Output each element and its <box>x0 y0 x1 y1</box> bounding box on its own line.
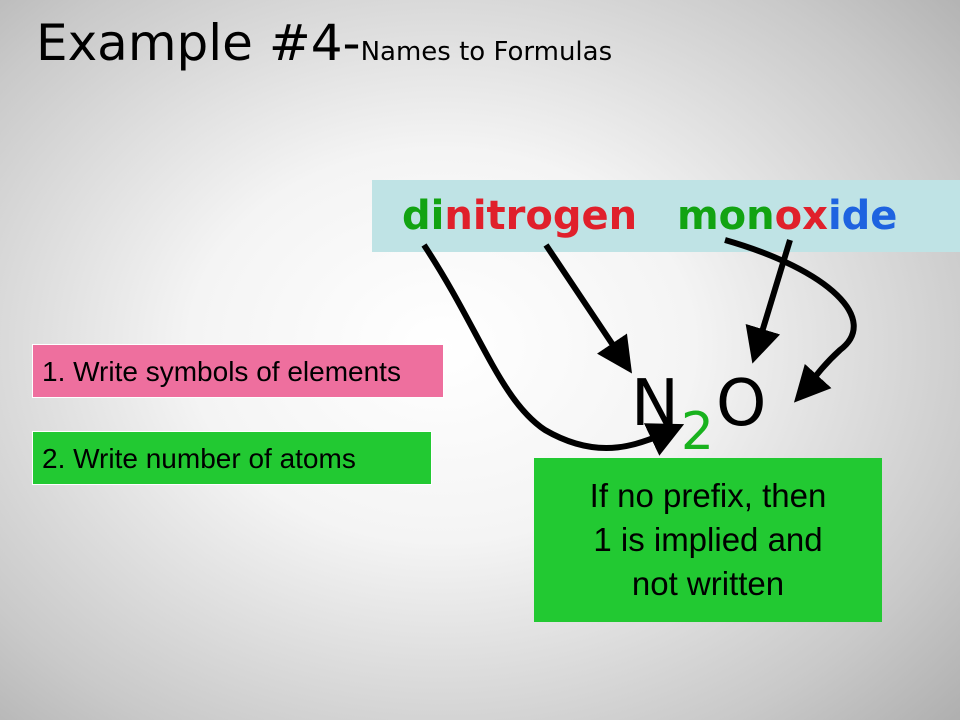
arrow-di-to-subscript <box>421 243 685 456</box>
note-line-1: If no prefix, then <box>589 477 827 514</box>
step-2-box: 2. Write number of atoms <box>32 431 432 485</box>
formula-element-o: O <box>715 367 767 441</box>
formula-subscript: 2 <box>680 402 714 462</box>
slide-title: Example #4-Names to Formulas <box>36 14 612 72</box>
prefix-di: di <box>402 193 445 239</box>
title-subtitle: Names to Formulas <box>360 37 613 67</box>
arrow-ide-to-right <box>724 237 857 403</box>
title-main: Example #4- <box>36 14 361 72</box>
name-word-monoxide: monoxide <box>677 192 897 240</box>
compound-name-box: dinitrogen monoxide <box>372 180 960 252</box>
arrow-nitrogen-to-n <box>543 243 633 374</box>
note-line-3: not written <box>631 565 785 602</box>
prefix-mon: mon <box>677 193 775 239</box>
note-line-2: 1 is implied and <box>593 521 823 558</box>
name-word-dinitrogen: dinitrogen <box>402 192 637 240</box>
element-x: x <box>802 193 828 239</box>
suffix-ide: ide <box>827 193 898 239</box>
step-1-box: 1. Write symbols of elements <box>32 344 444 398</box>
element-nitrogen: nitrogen <box>444 193 638 239</box>
element-o: o <box>774 193 803 239</box>
note-box: If no prefix, then 1 is implied and not … <box>534 458 882 622</box>
